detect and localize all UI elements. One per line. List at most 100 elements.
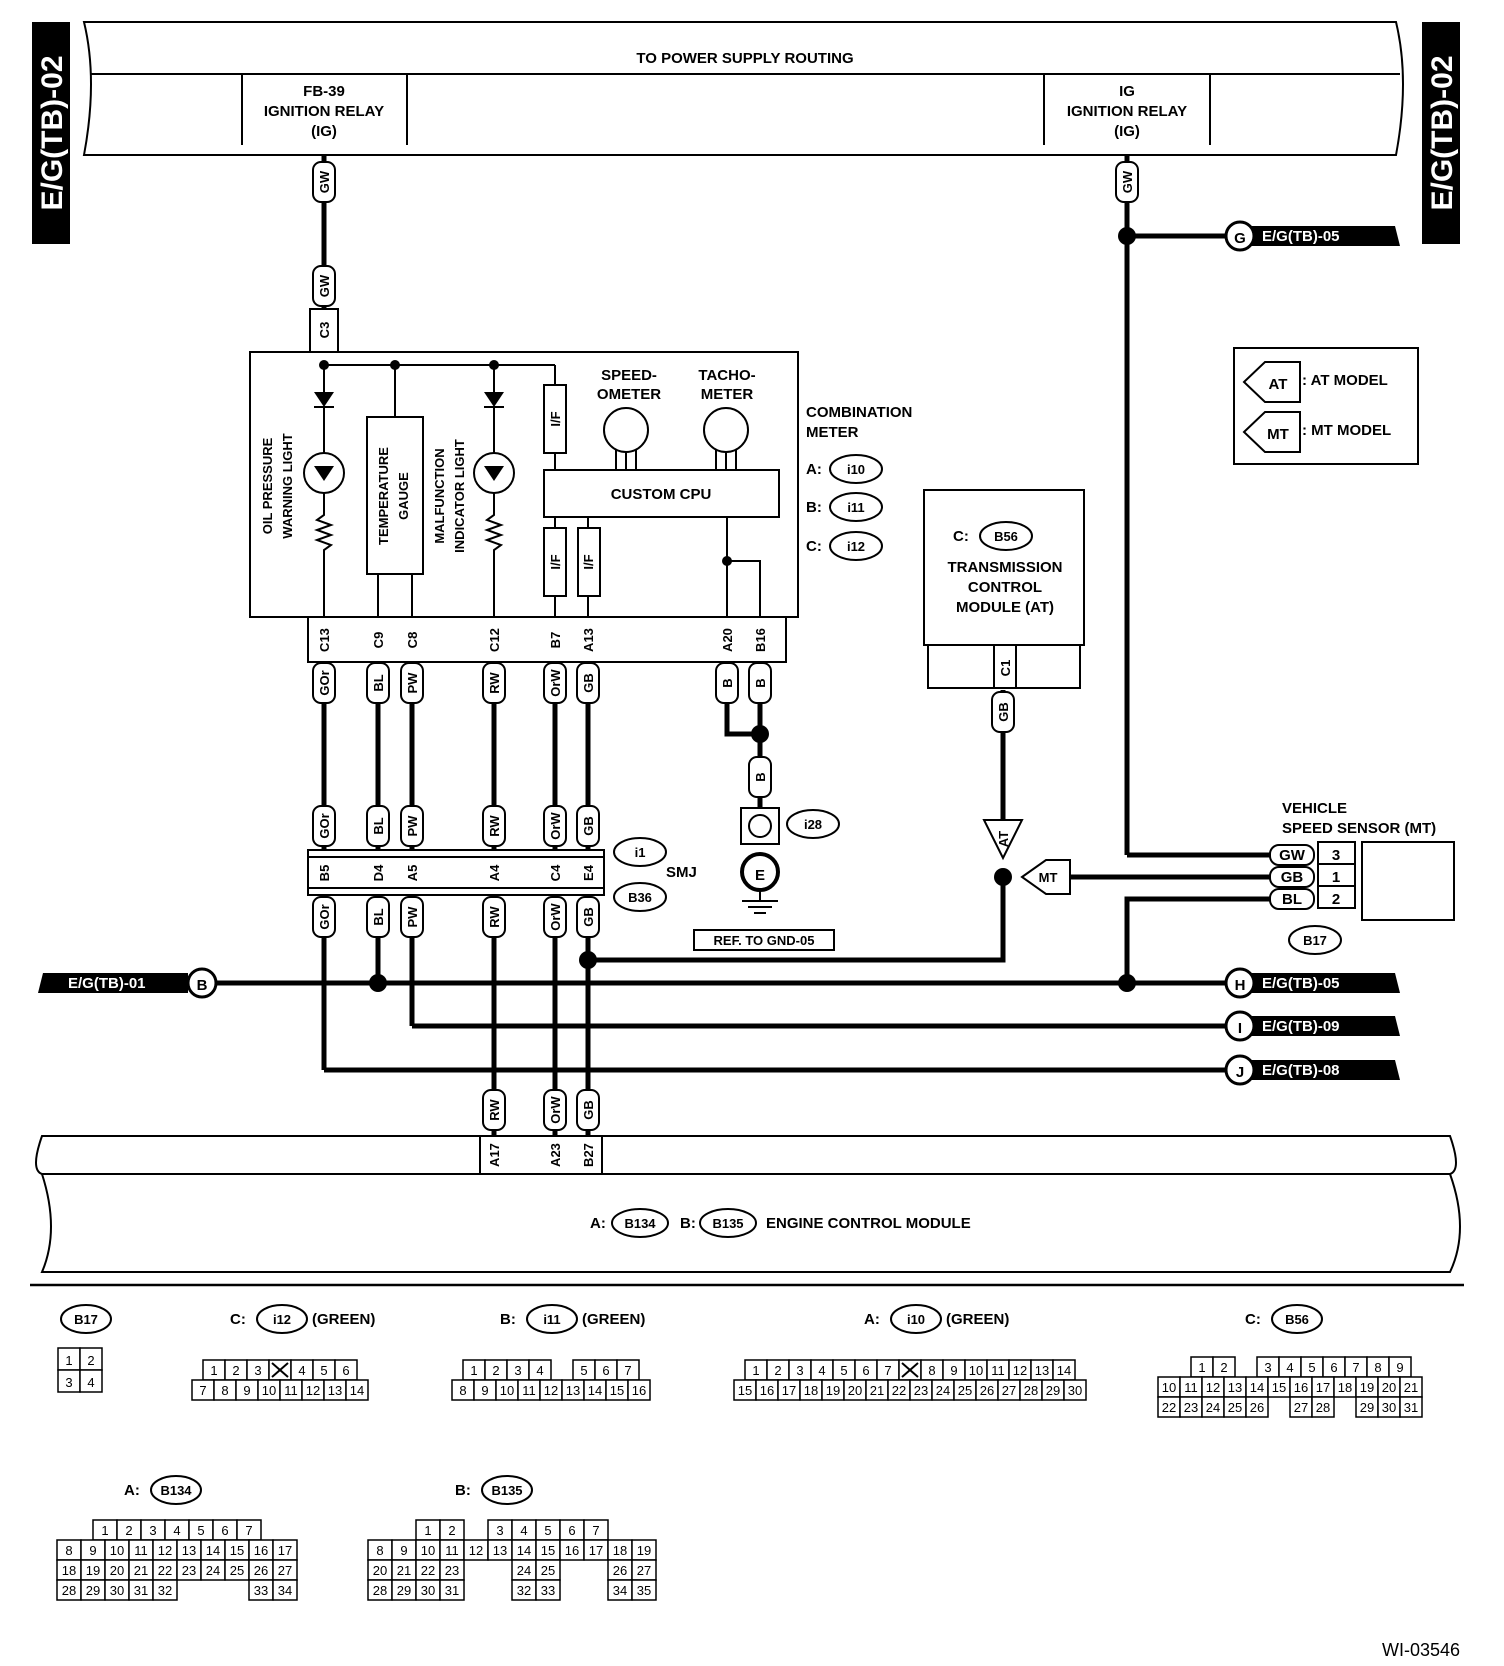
tcm-conn-id-oval [979,521,1033,551]
meter-conn-a-id-oval [829,454,883,484]
pinout-b56-pin: 1 [1198,1360,1205,1375]
pinout-b134-pin: 29 [86,1583,100,1598]
pinout-b135-pin: 14 [517,1543,531,1558]
pinout-b135-pin: 23 [445,1563,459,1578]
pinout-i10-pin: 3 [796,1363,803,1378]
ground-symbol: E [755,867,765,884]
pinout-b56-pin: 9 [1396,1360,1403,1375]
pinout-b56-pin: 25 [1228,1400,1242,1415]
wire-gb-upper-box [576,662,600,704]
wire-pw-upper: PW [405,672,420,694]
smj-id-1: i1 [635,845,646,860]
pinout-b134-pin: 10 [110,1543,124,1558]
pinout-b135-pin: 1 [424,1523,431,1538]
wire-gor-smj-out: GOr [317,904,332,929]
pinout-b135-pin: 8 [376,1543,383,1558]
pinout-i12-pin: 5 [320,1363,327,1378]
wire-gw-c3: GW [317,274,332,297]
pinout-i10-pin: 20 [848,1383,862,1398]
pinout-b56-cell [1311,1396,1335,1418]
pinout-b56-pin: 26 [1250,1400,1264,1415]
meter-title-1: COMBINATION [806,404,912,421]
wire-b-ground: B [753,772,768,781]
wire-rw-smj-in-box [482,805,506,847]
pinout-b134-pin: 16 [254,1543,268,1558]
pinout-b56-pin: 19 [1360,1380,1374,1395]
ecm-conn-a: A: [590,1215,606,1232]
wire-pw-upper-box [400,662,424,704]
pinout-b134-id-oval [150,1475,202,1505]
wire-b-a20: B [720,678,735,687]
pinout-i10-pin: 11 [991,1363,1005,1378]
pinout-i10-pin: 10 [969,1363,983,1378]
tcm-name-1: TRANSMISSION [947,559,1062,576]
pinout-b17-pin: 2 [87,1353,94,1368]
pinout-i10-pin: 14 [1057,1363,1071,1378]
wire-pw-smj-out: PW [405,906,420,928]
pinout-b135-pin: 9 [400,1543,407,1558]
pinout-i12-pin: 2 [232,1363,239,1378]
connector-H-letter: H [1235,977,1246,994]
pinout-i10-pin: 9 [950,1363,957,1378]
pinout-i10-pin: 4 [818,1363,825,1378]
side-label-right-box [1422,22,1460,244]
wire-gb-ecm: GB [581,1100,596,1120]
pinout-b56-pin: 28 [1316,1400,1330,1415]
pinout-b56-pin: 18 [1338,1380,1352,1395]
pinout-b135-pin: 17 [589,1543,603,1558]
wire-orw-smj-in-box [543,805,567,847]
connector-B-letter: B [197,977,208,994]
pinout-i11-pin: 12 [544,1383,558,1398]
pinout-b135-cell [439,1579,465,1601]
pinout-b134-pin: 12 [158,1543,172,1558]
pinout-i12-pin: 3 [254,1363,261,1378]
pinout-b134-pin: 6 [221,1523,228,1538]
pinout-i10-pin: 19 [826,1383,840,1398]
pinout-b135-pin: 10 [421,1543,435,1558]
pinout-b56-pin: 24 [1206,1400,1220,1415]
wire-gor-smj-out-box [312,896,336,938]
if-label-left: I/F [548,554,563,569]
pinout-i11-pin: 4 [536,1363,543,1378]
pinout-b56-pin: 16 [1294,1380,1308,1395]
wire-orw-ecm-box [543,1089,567,1131]
meter-title-2: METER [806,424,859,441]
pinout-i10-x [901,1362,919,1378]
pinout-b135-pin: 25 [541,1563,555,1578]
connector-G-text: E/G(TB)-05 [1262,228,1340,245]
smj-pin-D4: D4 [371,864,386,881]
connector-I-arrow [1250,1016,1400,1036]
connector-G-letter: G [1234,230,1246,247]
if-label-top: I/F [548,411,563,426]
vss-name-1: VEHICLE [1282,800,1347,817]
pinout-b134-pin: 19 [86,1563,100,1578]
pinout-b17-pin: 4 [87,1375,94,1390]
wire-gor-smj-in: GOr [317,813,332,838]
pinout-b56-pin: 14 [1250,1380,1264,1395]
meter-pin-B7: B7 [548,632,563,649]
engine-control-module [35,1135,1461,1273]
pinout-b134-pin: 1 [101,1523,108,1538]
vss-name-2: SPEED SENSOR (MT) [1282,820,1436,837]
tcm-name-2: CONTROL [968,579,1042,596]
pinout-b134-pin: 15 [230,1543,244,1558]
pinout-i12-x [271,1362,289,1378]
smj-pin-A5: A5 [405,865,420,882]
wire-rw-smj-out-box [482,896,506,938]
pinout-b134-pin: 32 [158,1583,172,1598]
wire-gw-top-right-box [1115,161,1139,203]
pinout-b17-pin: 3 [65,1375,72,1390]
pinout-b56-pin: 5 [1308,1360,1315,1375]
if-label-right: I/F [581,554,596,569]
at-tag [982,819,1024,861]
pinout-b56-pin: 17 [1316,1380,1330,1395]
pinout-b56-pin: 23 [1184,1400,1198,1415]
pinout-i12-pin: 7 [199,1383,206,1398]
wire-gb-smj-in-box [576,805,600,847]
smj-pin-B5: B5 [317,865,332,882]
legend [1233,347,1419,465]
wire-bl-smj-in-box [366,805,390,847]
pinout-b135-pin: 16 [565,1543,579,1558]
ecm-conn-b-id-oval [699,1208,757,1238]
